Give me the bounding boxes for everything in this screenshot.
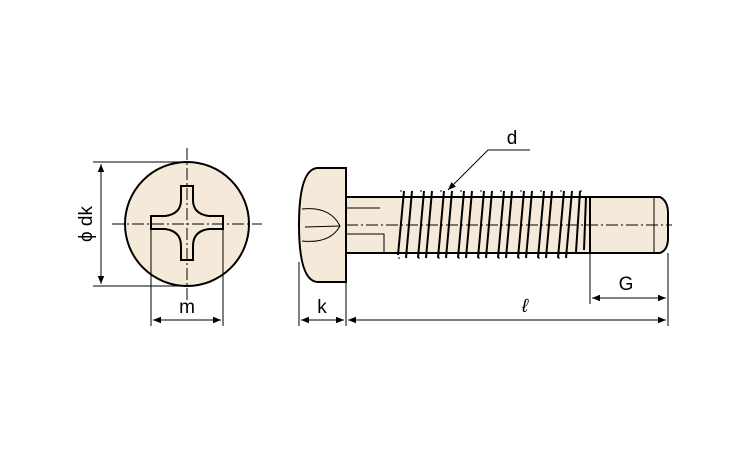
- head-top-view: [112, 148, 262, 302]
- length-label: ℓ: [521, 296, 529, 317]
- head-diameter-dimension: ϕ dk: [76, 161, 187, 287]
- k-label: k: [317, 297, 327, 318]
- phillips-recess: [150, 185, 224, 261]
- d-label: d: [507, 128, 518, 149]
- m-label: m: [179, 297, 195, 318]
- screw-head-profile: [297, 167, 347, 283]
- point-length-dimension: G: [589, 253, 669, 304]
- g-label: G: [619, 274, 634, 295]
- recess-width-dimension: m: [150, 229, 224, 326]
- head-height-dimension: k: [298, 262, 347, 326]
- dk-label: ϕ dk: [76, 206, 97, 242]
- thread-diameter-leader: d: [447, 128, 530, 191]
- d-leader-arrow: [447, 149, 489, 191]
- shank-slot-bottom: [346, 233, 385, 253]
- head-recess-line: [304, 225, 341, 228]
- screw-side-view: [297, 167, 672, 283]
